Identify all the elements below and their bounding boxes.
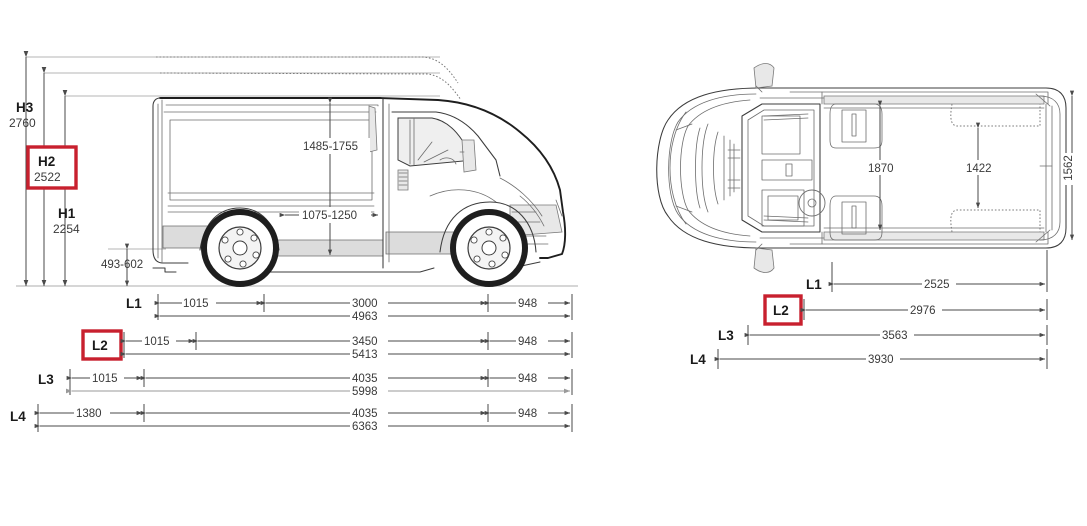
top-interior-width-dimension: 1870 xyxy=(866,100,897,231)
l2-total: 5413 xyxy=(352,349,378,361)
h2-value: 2522 xyxy=(34,170,61,184)
length-row-l3: L3 1015 4035 948 5998 xyxy=(38,369,573,398)
interior-lower-width-dimension: 1075-1250 xyxy=(279,207,379,223)
length-row-l1: L1 1015 3000 948 4963 xyxy=(126,294,573,323)
interior-lower-width-value: 1075-1250 xyxy=(302,210,357,222)
loading-height-value: 493-602 xyxy=(101,259,143,271)
passenger-seat xyxy=(829,103,883,149)
l3-total: 5998 xyxy=(352,386,378,398)
top-l2-value: 2976 xyxy=(910,305,936,317)
l4-wheelbase: 4035 xyxy=(352,408,378,420)
h1-code: H1 xyxy=(58,206,76,221)
top-l1-code: L1 xyxy=(806,277,822,292)
l3-wheelbase: 4035 xyxy=(352,373,378,385)
l2-highlight-box xyxy=(81,329,123,361)
length-row-l4: L4 1380 4035 948 6363 xyxy=(10,404,573,433)
top-l4-code: L4 xyxy=(690,352,706,367)
l2-wheelbase: 3450 xyxy=(352,336,378,348)
interior-width-value: 1870 xyxy=(868,163,894,175)
wheel-arch-width-value: 1422 xyxy=(966,163,992,175)
top-plan-view: 1870 1422 1562 L1 2525 L2 xyxy=(656,63,1076,369)
top-overall-width-dimension: 1562 xyxy=(1061,90,1076,241)
top-wheel-arch-width-dimension: 1422 xyxy=(964,122,995,209)
dimension-h1: H1 2254 xyxy=(53,206,80,236)
l1-total: 4963 xyxy=(352,311,378,323)
top-length-row-l2-highlighted: L2 2976 xyxy=(763,294,1048,326)
van-side-body xyxy=(152,97,567,287)
side-elevation-view: H3 2760 H2 2522 H1 2254 493-602 xyxy=(9,50,578,433)
dimension-h3: H3 2760 xyxy=(9,100,36,130)
overall-width-value: 1562 xyxy=(1063,155,1075,181)
top-l3-code: L3 xyxy=(718,328,734,343)
top-length-row-l4: L4 3930 xyxy=(690,349,1048,369)
h3-value: 2760 xyxy=(9,116,36,130)
l1-rear-overhang: 948 xyxy=(518,298,537,310)
l2-code: L2 xyxy=(92,338,108,353)
top-l2-code: L2 xyxy=(773,303,789,318)
h3-code: H3 xyxy=(16,100,34,115)
van-top-body xyxy=(656,63,1067,273)
h2-highlight-box xyxy=(26,145,78,190)
l3-front-overhang: 1015 xyxy=(92,373,118,385)
top-length-row-l3: L3 3563 xyxy=(718,325,1048,345)
l4-front-overhang: 1380 xyxy=(76,408,102,420)
l1-wheelbase: 3000 xyxy=(352,298,378,310)
h2-code: H2 xyxy=(38,154,55,169)
front-wheel xyxy=(450,209,528,287)
l2-front-overhang: 1015 xyxy=(144,336,170,348)
top-length-row-l1: L1 2525 xyxy=(806,250,1048,292)
l3-rear-overhang: 948 xyxy=(518,373,537,385)
dimension-h2-highlighted: H2 2522 xyxy=(26,145,78,190)
h1-value: 2254 xyxy=(53,222,80,236)
l3-code: L3 xyxy=(38,372,54,387)
l4-code: L4 xyxy=(10,409,26,424)
loading-height-dimension: 493-602 xyxy=(101,243,166,287)
roof-option-outlines xyxy=(156,56,462,101)
top-l4-value: 3930 xyxy=(868,354,894,366)
l4-rear-overhang: 948 xyxy=(518,408,537,420)
l1-front-overhang: 1015 xyxy=(183,298,209,310)
top-l1-value: 2525 xyxy=(924,279,950,291)
interior-height-dimension: 1485-1755 xyxy=(300,97,370,256)
l1-code: L1 xyxy=(126,296,142,311)
interior-height-value: 1485-1755 xyxy=(303,141,358,153)
l4-total: 6363 xyxy=(352,421,378,433)
l2-rear-overhang: 948 xyxy=(518,336,537,348)
length-row-l2-highlighted: L2 1015 3450 948 5413 xyxy=(81,329,573,361)
rear-wheel xyxy=(201,209,279,287)
height-extension-lines xyxy=(26,56,440,97)
top-l3-value: 3563 xyxy=(882,330,908,342)
